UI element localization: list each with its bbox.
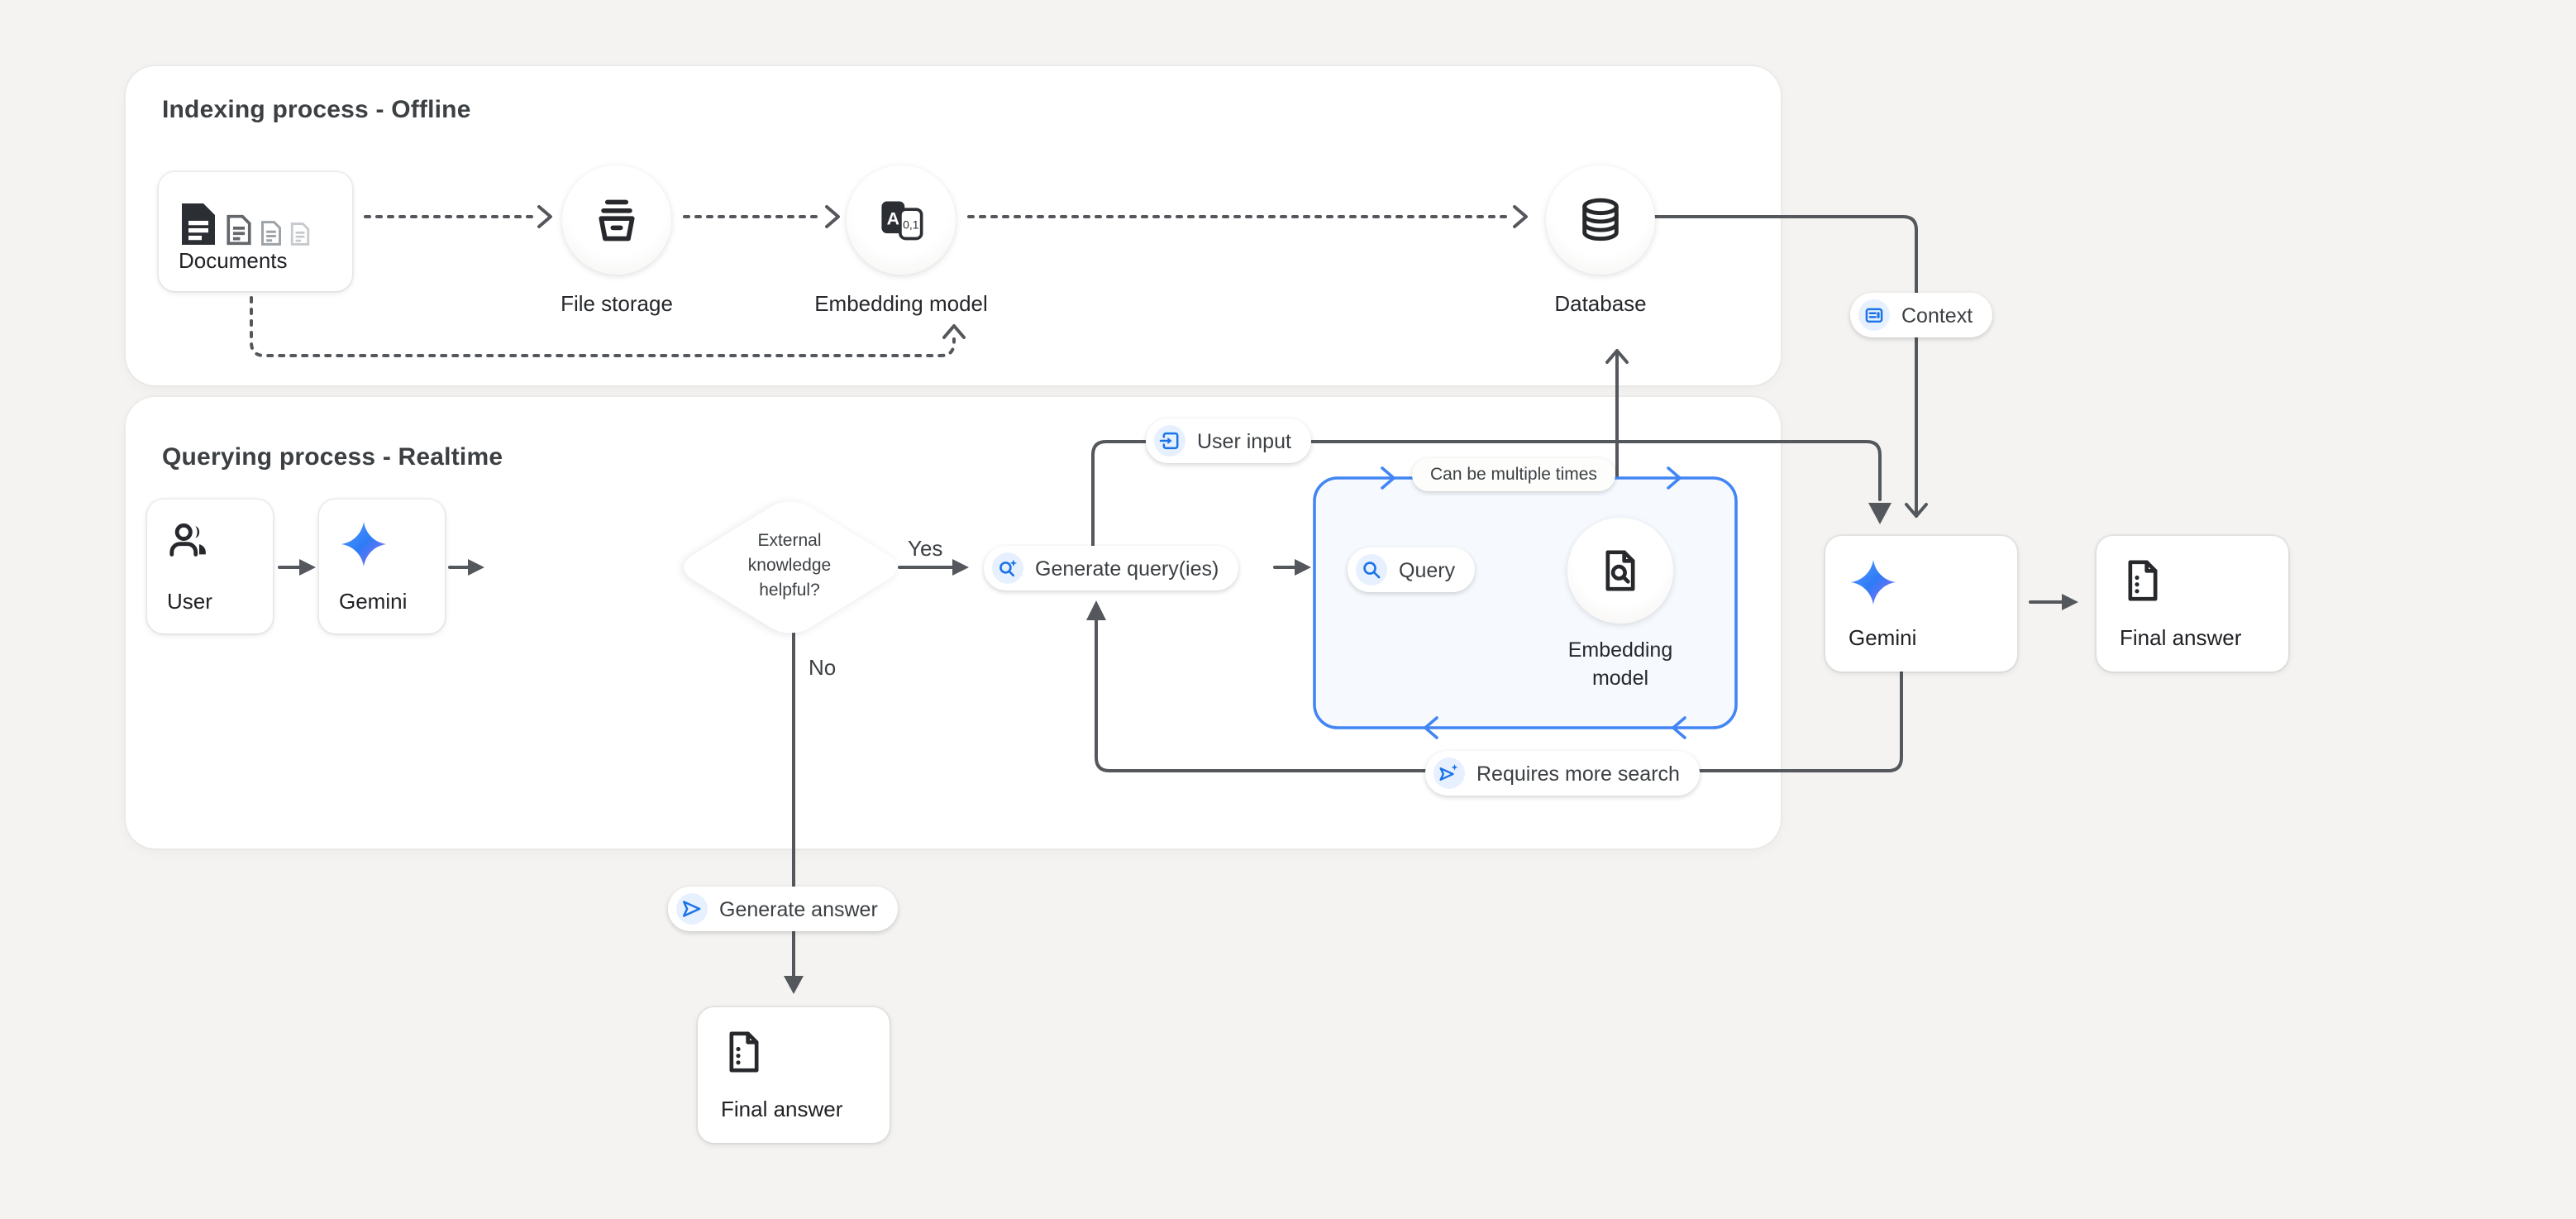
generate-answer-label: Generate answer <box>719 897 878 920</box>
search-icon <box>1356 554 1387 586</box>
file-storage-node <box>562 165 671 275</box>
file-search-icon <box>1605 550 1635 591</box>
documents-label: Documents <box>179 248 288 273</box>
user-input-pill: User input <box>1146 418 1311 463</box>
search-spark-icon <box>992 552 1023 584</box>
embedding-model-loop-node <box>1567 518 1673 624</box>
gemini-right-card: Gemini <box>1825 536 2017 672</box>
can-be-multiple-times-pill: Can be multiple times <box>1412 458 1615 491</box>
decision-text: External knowledge helpful? <box>747 530 832 601</box>
user-input-label: User input <box>1197 429 1291 452</box>
indexing-title: Indexing process - Offline <box>162 96 471 124</box>
query-label: Query <box>1399 558 1456 581</box>
svg-text:A: A <box>887 208 899 228</box>
query-pill: Query <box>1348 547 1476 592</box>
database-label: Database <box>1554 291 1647 316</box>
file-lines-icon <box>2128 560 2158 601</box>
final-answer-right-card: Final answer <box>2097 536 2288 672</box>
gemini-star-icon <box>341 521 387 567</box>
file-lines-icon <box>729 1031 759 1073</box>
no-label: No <box>809 655 837 680</box>
yes-label: Yes <box>908 536 943 561</box>
send-icon <box>676 893 708 925</box>
embedding-model-top-label: Embedding model <box>814 291 988 316</box>
generate-answer-pill: Generate answer <box>668 887 898 931</box>
generate-queries-pill: Generate query(ies) <box>984 546 1239 590</box>
requires-more-search-pill: Requires more search <box>1425 751 1700 796</box>
querying-title: Querying process - Realtime <box>162 443 503 471</box>
documents-card: Documents <box>159 172 352 291</box>
requires-more-search-label: Requires more search <box>1476 762 1680 785</box>
context-pill: Context <box>1850 293 1993 337</box>
input-arrow-icon <box>1154 425 1185 457</box>
gemini-left-card: Gemini <box>319 500 445 633</box>
context-label: Context <box>1901 304 1973 327</box>
article-icon <box>1858 299 1890 331</box>
embedding-model-loop-label: Embedding model <box>1567 638 1673 690</box>
user-label: User <box>167 589 212 614</box>
final-answer-bottom-card: Final answer <box>698 1007 890 1143</box>
send-spark-icon <box>1433 758 1465 789</box>
users-icon <box>169 523 206 557</box>
file-storage-label: File storage <box>561 291 673 316</box>
translate-tokens-icon: A 0,1 <box>881 201 923 241</box>
user-card: User <box>147 500 273 633</box>
embedding-model-top-node: A 0,1 <box>847 165 956 275</box>
decision-diamond: External knowledge helpful? <box>671 494 908 639</box>
can-be-multiple-times-label: Can be multiple times <box>1430 465 1597 485</box>
gemini-left-label: Gemini <box>339 589 408 614</box>
generate-queries-label: Generate query(ies) <box>1035 557 1219 580</box>
database-node <box>1546 165 1655 275</box>
gemini-star-icon <box>1850 559 1896 605</box>
svg-text:0,1: 0,1 <box>903 218 919 231</box>
database-cylinder-icon <box>1582 198 1619 241</box>
gemini-right-label: Gemini <box>1849 625 1917 650</box>
final-answer-right-label: Final answer <box>2120 625 2242 650</box>
final-answer-bottom-label: Final answer <box>721 1097 843 1121</box>
documents-stack-icon <box>179 190 332 246</box>
storage-bucket-icon <box>599 199 635 241</box>
